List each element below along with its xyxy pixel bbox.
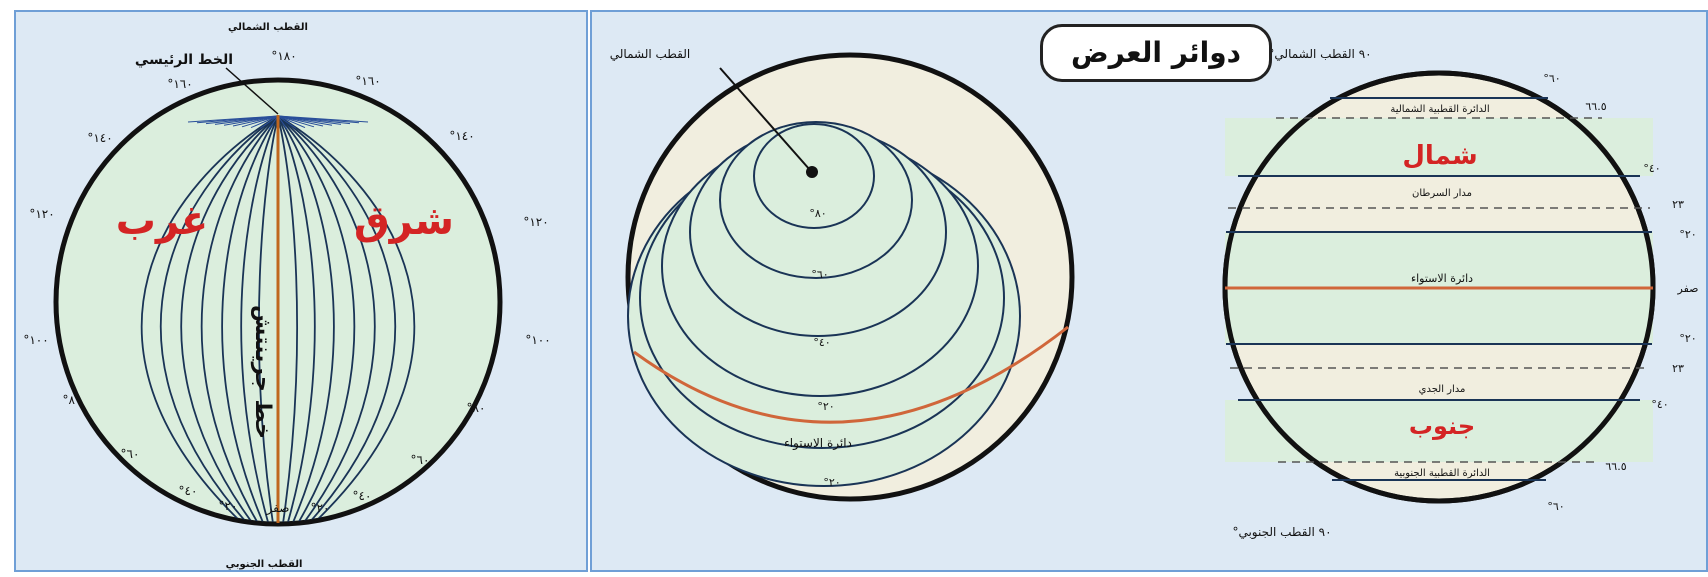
greenwich-line-label: خط جرينتش	[250, 305, 275, 439]
degree-label-80-right: °٨٠	[467, 401, 486, 415]
prime-meridian-pointer	[225, 67, 279, 115]
north-pole-dot	[806, 166, 818, 178]
right-degree-label: °٤٠	[1651, 398, 1668, 411]
degree-label-160-left: °١٦٠	[167, 77, 192, 91]
longitude-diagram: القطب الشمالي الخط الرئيسي °١٨٠ °١٦٠ °١٦…	[23, 22, 550, 570]
arctic-circle-label: الدائرة القطبية الشمالية	[1390, 104, 1489, 115]
degree-label-20-left: °٢٠	[219, 499, 238, 513]
degree-label-140-left: °١٤٠	[87, 131, 112, 145]
degree-label-100-right: °١٠٠	[525, 333, 550, 347]
perspective-equator	[633, 325, 1069, 424]
antarctic-circle-label: الدائرة القطبية الجنوبية	[1394, 468, 1490, 479]
persp-circle-label: °٦٠	[811, 268, 828, 281]
pole-ray	[241, 115, 279, 128]
right-degree-label: °٤٠	[1643, 162, 1660, 175]
tropic-capricorn-label: مدار الجدي	[1419, 384, 1466, 395]
latitude-title: دوائر العرض	[1040, 24, 1272, 82]
pole-ray	[277, 115, 306, 129]
degree-label-100-left: °١٠٠	[23, 333, 48, 347]
right-degree-label: °٦٠	[1543, 72, 1560, 85]
meridian-line	[277, 115, 316, 522]
east-label: شرق	[354, 198, 454, 244]
persp-circle-label: °٢٠	[817, 400, 834, 413]
flat-equator-label: دائرة الاستواء	[1411, 272, 1473, 285]
latitude-panel: القطب الشمالي °٨٠ °٦٠ °٤٠ °٢٠ دائرة الاس…	[590, 10, 1708, 572]
right-degree-label: ٦٦.٥	[1585, 100, 1606, 113]
west-label: غرب	[116, 198, 208, 244]
north-label: شمال	[1402, 141, 1477, 171]
meridian-line	[159, 115, 279, 522]
degree-label-20-right: °٢٠	[311, 501, 330, 515]
flat-south-pole-label: °٩٠ القطب الجنوبي	[1232, 525, 1331, 540]
degree-label-140-right: °١٤٠	[449, 129, 474, 143]
meridian-line	[277, 115, 335, 522]
pole-ray	[250, 115, 279, 129]
meridian-lines	[140, 115, 416, 522]
right-degree-label: صفر	[1677, 282, 1699, 295]
persp-circle-label: °٢٠	[823, 476, 840, 489]
degree-label-120-right: °١٢٠	[523, 215, 548, 229]
flat-north-pole-label: °٩٠ القطب الشمالي	[1268, 47, 1371, 61]
persp-circle-label: °٤٠	[813, 336, 830, 349]
pole-ray	[259, 115, 279, 129]
pole-ray	[277, 115, 369, 123]
meridian-line	[277, 115, 416, 522]
latitude-circles	[627, 121, 1021, 487]
meridian-line	[140, 115, 279, 522]
meridian-line	[200, 115, 279, 522]
degree-label-180: °١٨٠	[271, 49, 296, 63]
latitude-diagram: القطب الشمالي °٨٠ °٦٠ °٤٠ °٢٠ دائرة الاس…	[610, 47, 1699, 540]
meridian-line	[180, 115, 279, 522]
degree-label-80-left: °٨٠	[63, 393, 82, 407]
right-degree-label: °٢٠	[1679, 228, 1696, 241]
zero-label: صفر	[266, 501, 290, 516]
persp-equator-label: دائرة الاستواء	[784, 436, 852, 451]
persp-north-pole-label: القطب الشمالي	[610, 47, 690, 61]
meridian-line	[277, 115, 376, 522]
meridian-line	[240, 115, 279, 522]
right-degree-label: ٦٦.٥	[1605, 460, 1626, 473]
degree-label-160-right: °١٦٠	[355, 74, 380, 88]
north-pole-pointer	[719, 67, 811, 171]
meridian-line	[277, 115, 356, 522]
southern-band	[1225, 400, 1653, 462]
meridian-line	[277, 115, 397, 522]
tropic-cancer-label: مدار السرطان	[1412, 188, 1472, 199]
degree-label-60-left: °٦٠	[121, 447, 140, 461]
south-pole-label: القطب الجنوبي	[226, 559, 303, 570]
right-degree-label: ٢٣	[1672, 362, 1684, 375]
prime-meridian-label: الخط الرئيسي	[135, 52, 233, 68]
north-pole-label: القطب الشمالي	[228, 22, 308, 33]
south-label: جنوب	[1409, 412, 1475, 440]
pole-ray	[232, 115, 279, 127]
degree-label-40-left: °٤٠	[179, 484, 198, 498]
meridian-line	[221, 115, 279, 522]
longitude-panel: القطب الشمالي الخط الرئيسي °١٨٠ °١٦٠ °١٦…	[14, 10, 588, 572]
degree-label-60-right: °٦٠	[411, 453, 430, 467]
degree-label-120-left: °١٢٠	[29, 207, 54, 221]
meridian-line	[277, 115, 298, 522]
pole-ray	[277, 115, 297, 129]
persp-circle-label: °٨٠	[809, 207, 826, 220]
right-degree-label: °٢٠	[1679, 332, 1696, 345]
right-degree-label: °٦٠	[1547, 500, 1564, 513]
degree-label-40-right: °٤٠	[353, 489, 372, 503]
right-degree-label: ٢٣	[1672, 198, 1684, 211]
meridian-line	[258, 115, 279, 522]
